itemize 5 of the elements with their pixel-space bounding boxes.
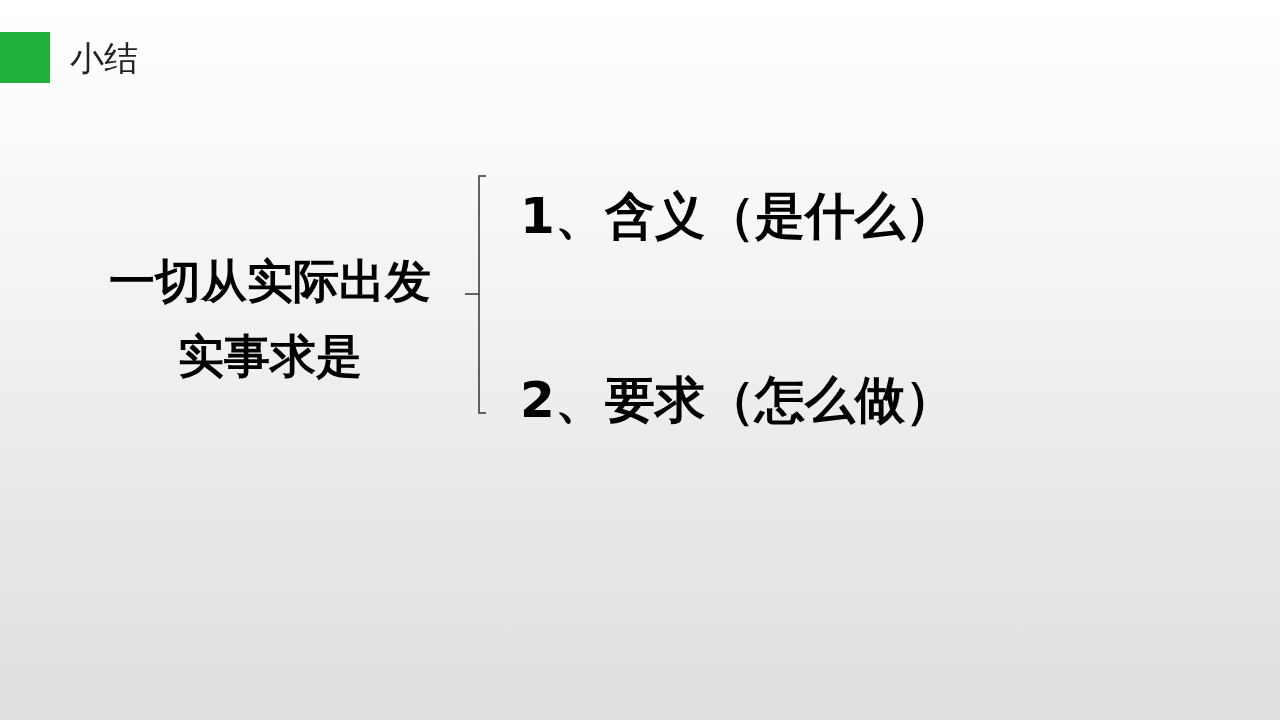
main-statement: 一切从实际出发 [109, 254, 431, 310]
main-statement: 实事求是 [178, 329, 362, 385]
slide-title: 小结 [70, 37, 138, 80]
point-text: 1、含义（是什么） [520, 186, 955, 246]
point-text: 2、要求（怎么做） [520, 370, 955, 430]
